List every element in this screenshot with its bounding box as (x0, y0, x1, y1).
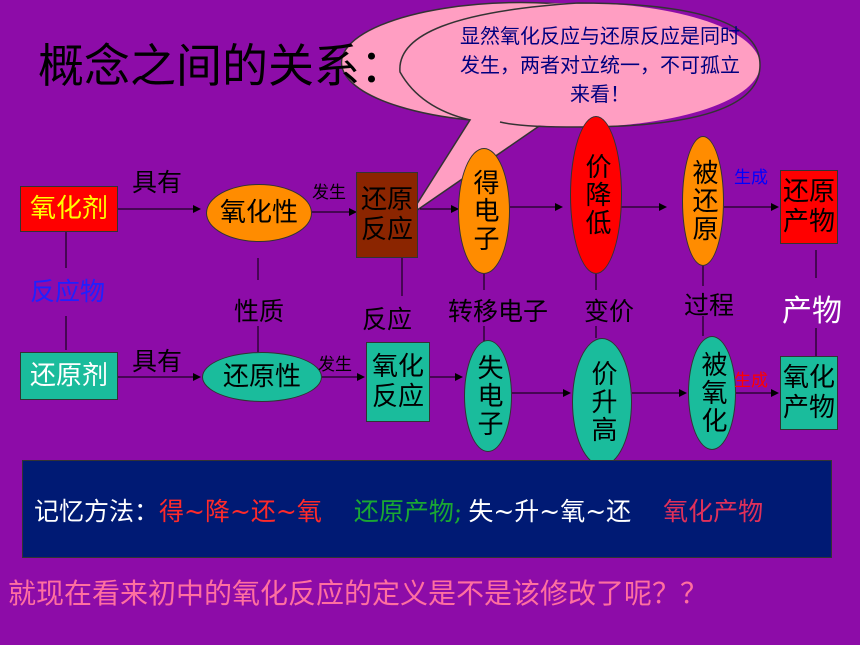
memory-part3: 失~升~氧~还 (468, 497, 632, 526)
gain-electron-ellipse: 得电子 (458, 148, 510, 274)
memory-sep: ; (453, 497, 463, 526)
memory-panel (22, 460, 832, 558)
nature-label: 性质 (234, 297, 285, 326)
process-label: 过程 (684, 291, 735, 320)
oxidized-ellipse: 被氧化 (688, 336, 736, 450)
top-occur-label: 发生 (312, 183, 346, 203)
memory-part2: 还原产物 (353, 497, 454, 526)
reactant-label: 反应物 (30, 277, 106, 306)
reaction-label: 反应 (362, 305, 413, 334)
top-generate-label: 生成 (734, 168, 768, 188)
bottom-has-label: 具有 (132, 347, 183, 376)
reducing-property-ellipse: 还原性 (202, 352, 322, 402)
valence-increase-ellipse: 价升高 (572, 338, 632, 466)
oxidation-product-box: 氧化产物 (780, 356, 838, 430)
memory-label: 记忆方法： (34, 497, 160, 526)
bottom-generate-label: 生成 (734, 371, 768, 391)
reduction-product-box: 还原产物 (780, 170, 838, 244)
page-title: 概念之间的关系： (38, 39, 406, 93)
bubble-text: 显然氧化反应与还原反应是同时发生，两者对立统一，不可孤立来看！ (460, 24, 740, 106)
memory-row: 记忆方法：得~降~还~氧 还原产物;失~升~氧~还 氧化产物 (34, 492, 763, 528)
memory-part1: 得~降~还~氧 (159, 497, 322, 526)
lose-electron-ellipse: 失电子 (464, 340, 512, 452)
top-has-label: 具有 (132, 168, 183, 197)
transfer-electron-label: 转移电子 (448, 297, 549, 326)
reduced-ellipse: 被还原 (682, 136, 724, 266)
oxidation-reaction-box: 氧化反应 (366, 342, 430, 422)
oxidant-box: 氧化剂 (20, 186, 118, 232)
product-label: 产物 (782, 294, 842, 329)
reduction-reaction-box: 还原反应 (356, 172, 418, 258)
oxidizing-property-ellipse: 氧化性 (206, 184, 312, 242)
valence-change-label: 变价 (584, 297, 635, 326)
valence-decrease-ellipse: 价降低 (570, 116, 622, 274)
memory-part4: 氧化产物 (663, 497, 764, 526)
closing-question: 就现在看来初中的氧化反应的定义是不是该修改了呢？？ (8, 577, 709, 610)
bottom-occur-label: 发生 (318, 355, 352, 375)
reductant-box: 还原剂 (20, 352, 118, 400)
